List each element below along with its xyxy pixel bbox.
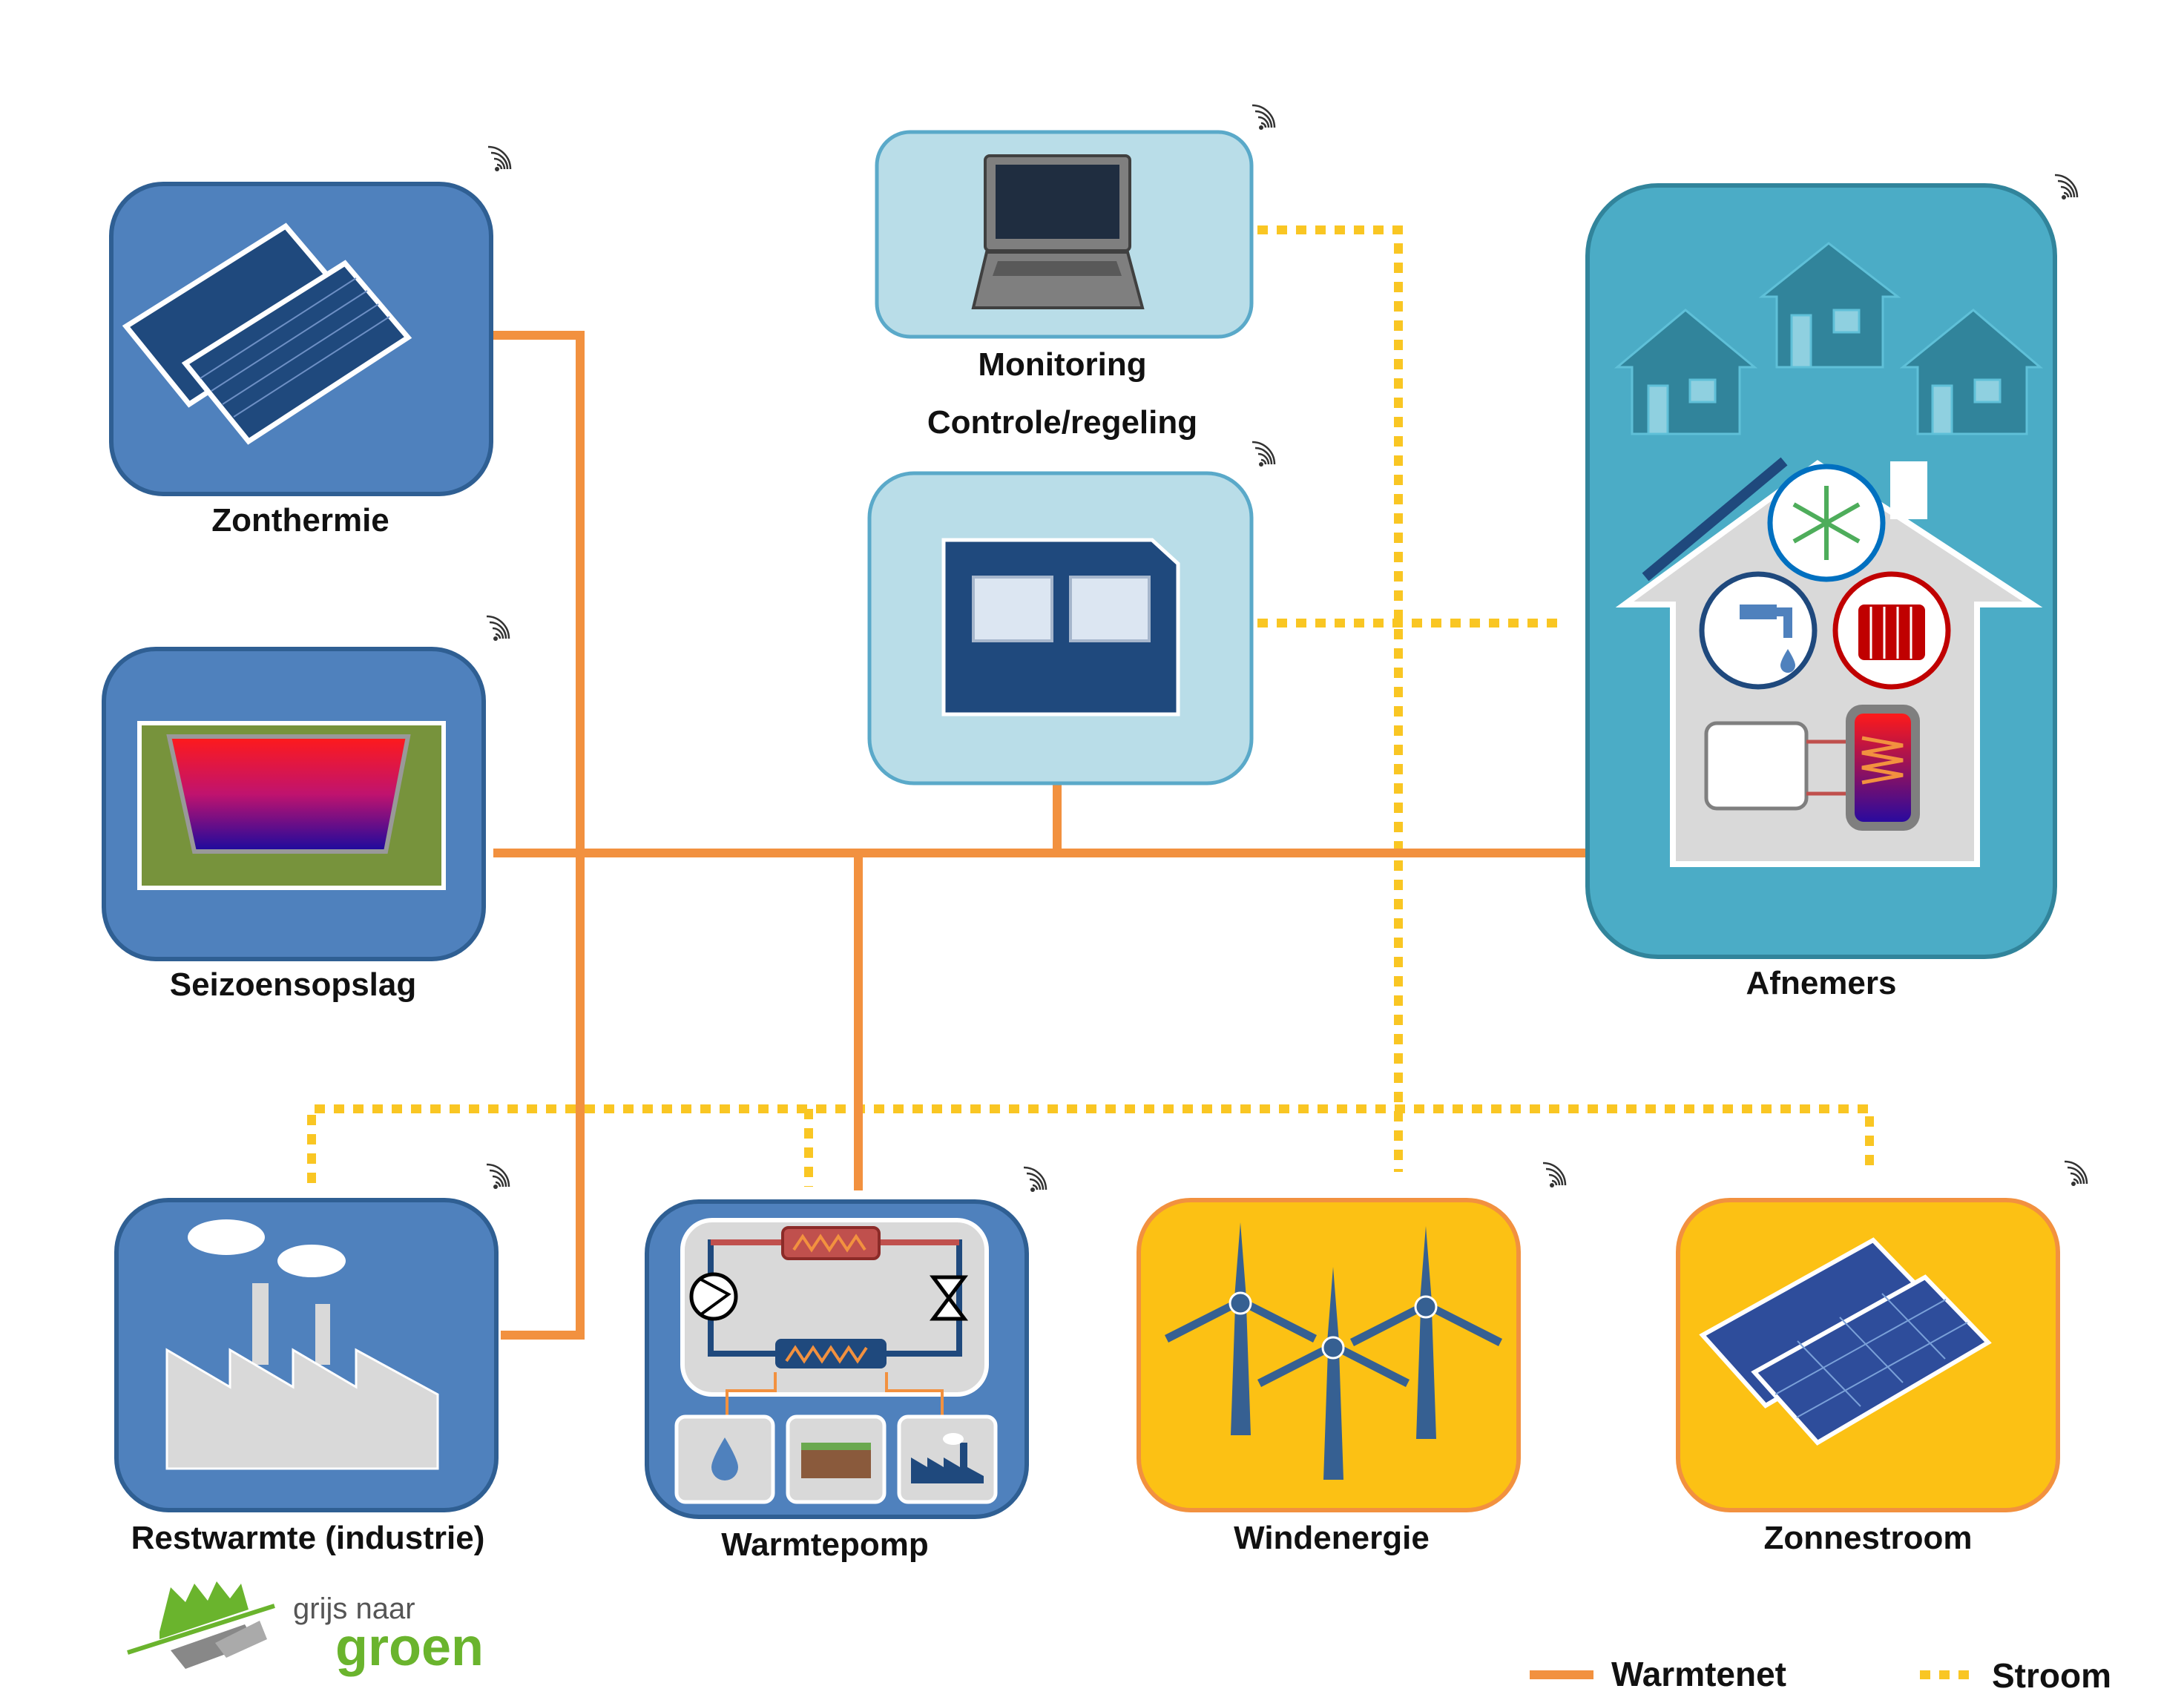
wireless-icon: [1542, 1162, 1567, 1189]
controle-label: Controle/regeling: [927, 404, 1197, 441]
logo: grijs naar groen: [127, 1581, 484, 1677]
afnemers-node: Afnemers: [1585, 174, 2079, 1001]
zonthermie-node: Zonthermie: [109, 145, 512, 538]
zonnestroom-label: Zonnestroom: [1763, 1520, 1972, 1556]
seizoensopslag-node: Seizoensopslag: [102, 615, 510, 1003]
heat-exchanger-icon: [1704, 721, 1809, 811]
storage-pit-icon: [137, 721, 446, 890]
monitoring-label: Monitoring: [978, 346, 1146, 383]
restwarmte-label: Restwarmte (industrie): [131, 1520, 485, 1556]
windenergie-node: Windenergie: [1137, 1162, 1567, 1556]
legend-stroom-label: Stroom: [1992, 1656, 2111, 1695]
wind-turbine-icon: [1165, 1222, 1502, 1480]
leaf-logo-icon: [127, 1581, 275, 1669]
afnemers-label: Afnemers: [1746, 965, 1897, 1001]
stroom-line-bus: [307, 1104, 1874, 1183]
logo-big-text: groen: [335, 1618, 484, 1677]
wireless-icon: [2063, 1160, 2088, 1188]
wireless-icon: [1251, 441, 1276, 468]
legend: Warmtenet Stroom: [1530, 1655, 2111, 1695]
main-house-icon: [1615, 457, 2043, 867]
seizoensopslag-label: Seizoensopslag: [170, 966, 417, 1003]
solar-pv-icon: [1699, 1237, 1992, 1446]
controle-node: Controle/regeling: [867, 404, 1276, 785]
wireless-icon: [1022, 1166, 1047, 1193]
warmtenet-line-zon-rest: [493, 331, 585, 1340]
wireless-icon: [485, 615, 510, 642]
tap-water-icon: [1699, 571, 1818, 690]
stroom-lines: [307, 225, 1874, 1187]
warmtepomp-node: Warmtepomp: [645, 1166, 1047, 1563]
restwarmte-node: Restwarmte (industrie): [114, 1163, 510, 1556]
solar-thermal-icon: [122, 223, 412, 445]
warmtenet-line-main: [493, 812, 1746, 857]
factory-icon: [165, 1219, 439, 1470]
controller-icon: [941, 538, 1180, 717]
wireless-icon: [1251, 104, 1276, 131]
wireless-icon: [487, 145, 512, 173]
wireless-icon: [485, 1163, 510, 1190]
laptop-icon: [971, 154, 1145, 309]
zonnestroom-node: Zonnestroom: [1676, 1160, 2088, 1556]
warmtepomp-label: Warmtepomp: [721, 1526, 929, 1563]
house-icon: [1614, 242, 2044, 435]
logo-small-text: grijs naar: [293, 1592, 415, 1625]
monitoring-node: Monitoring: [875, 104, 1276, 383]
heat-pump-icon: [674, 1218, 998, 1504]
stroom-line-monitoring: [1257, 225, 1403, 1172]
wireless-icon: [2053, 174, 2079, 201]
zonthermie-label: Zonthermie: [211, 502, 389, 538]
legend-warmtenet-label: Warmtenet: [1611, 1655, 1786, 1693]
windenergie-label: Windenergie: [1234, 1520, 1430, 1556]
